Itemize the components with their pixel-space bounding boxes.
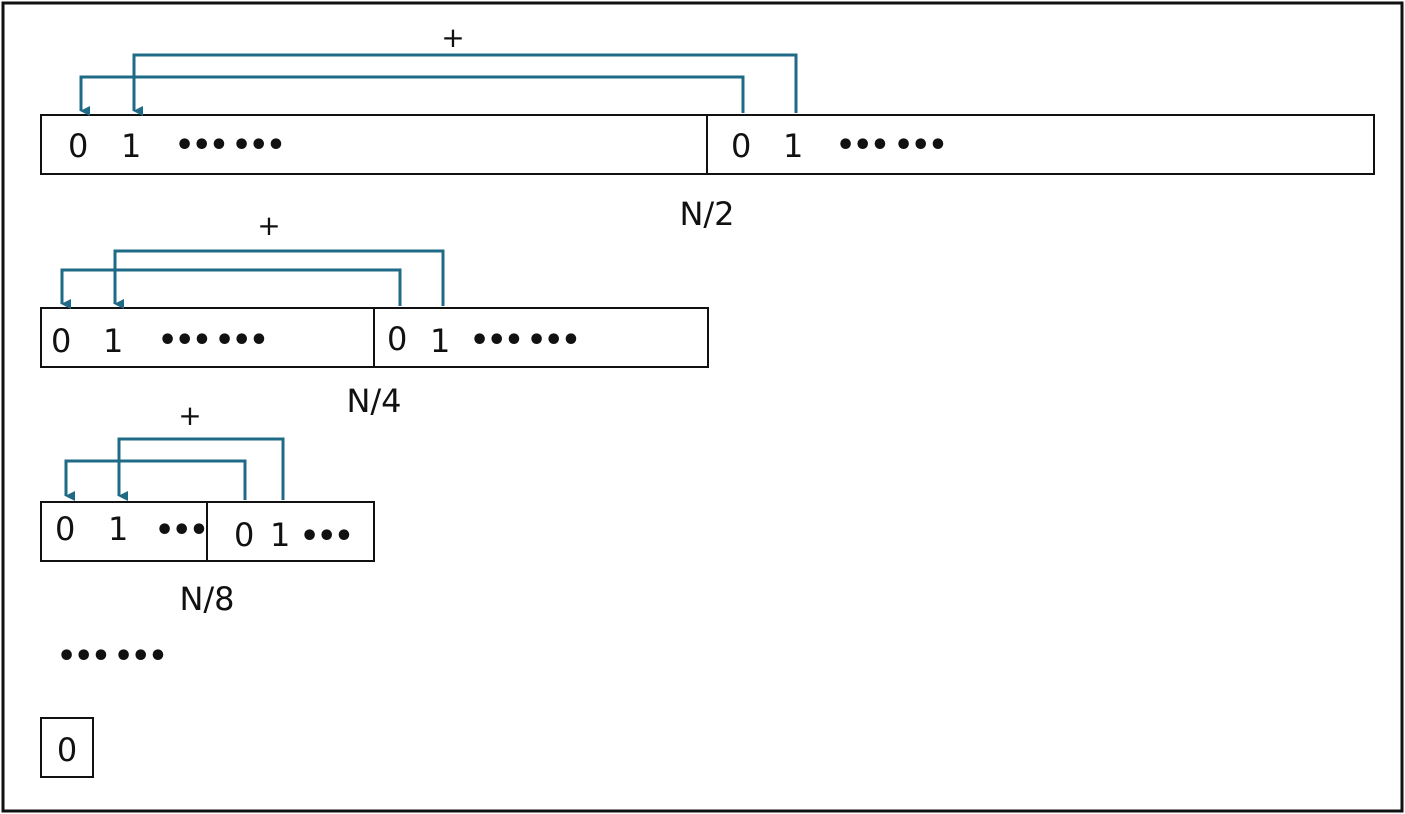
- row-1-plus-sign: +: [441, 21, 464, 54]
- row-2-right-index-0: 0: [387, 320, 407, 358]
- row-2-left-ellipsis-b: •••: [215, 323, 267, 358]
- row-3-right-index-1: 1: [270, 516, 290, 554]
- row-2-arrow-index-1: [113, 249, 445, 309]
- row-1-left-index-0: 0: [68, 127, 88, 165]
- continuation-ellipsis-a: •••: [57, 639, 109, 674]
- row-2-left-index-0: 0: [51, 322, 71, 360]
- row-2-right-index-1: 1: [430, 322, 450, 360]
- final-cell: [40, 717, 94, 778]
- row-3-plus-sign: +: [178, 399, 201, 432]
- row-1-right-index-1: 1: [783, 127, 803, 165]
- final-value: 0: [57, 731, 77, 769]
- row-1-right-ellipsis-b: •••: [894, 128, 946, 163]
- row-3-arrow-index-0: [64, 459, 247, 501]
- row-1-split-label: N/2: [679, 195, 734, 233]
- row-1-right-index-0: 0: [731, 127, 751, 165]
- row-1-left-ellipsis-a: •••: [175, 128, 227, 163]
- row-1-right-ellipsis-a: •••: [836, 128, 888, 163]
- row-2-left-ellipsis-a: •••: [158, 323, 210, 358]
- row-2-left-index-1: 1: [103, 322, 123, 360]
- row-1-arrow-index-0: [79, 75, 745, 116]
- row-3: 0 1 ••• 0 1 ••• + N/8: [40, 399, 375, 618]
- row-2-arrow-index-0: [60, 268, 402, 309]
- row-2-split-label: N/4: [346, 382, 401, 420]
- row-3-arrow-index-1: [117, 437, 285, 501]
- row-3-right-ellipsis-a: •••: [300, 519, 352, 554]
- row-2-right-ellipsis-b: •••: [527, 323, 579, 358]
- row-1: 0 1 ••• ••• 0 1 ••• ••• + N/2: [40, 21, 1375, 233]
- row-2-plus-sign: +: [257, 209, 280, 242]
- continuation-ellipsis-b: •••: [114, 639, 166, 674]
- row-1-left-index-1: 1: [121, 127, 141, 165]
- row-3-left-index-1: 1: [108, 510, 128, 548]
- row-2-right-ellipsis-a: •••: [470, 323, 522, 358]
- row-3-left-ellipsis-a: •••: [155, 513, 207, 548]
- row-3-left-index-0: 0: [55, 510, 75, 548]
- row-1-arrow-index-1: [132, 53, 798, 116]
- row-2: 0 1 ••• ••• 0 1 ••• ••• + N/4: [40, 209, 709, 420]
- row-3-split-label: N/8: [179, 580, 234, 618]
- final-result: 0: [40, 717, 94, 778]
- row-3-right-index-0: 0: [234, 516, 254, 554]
- row-1-left-ellipsis-b: •••: [232, 128, 284, 163]
